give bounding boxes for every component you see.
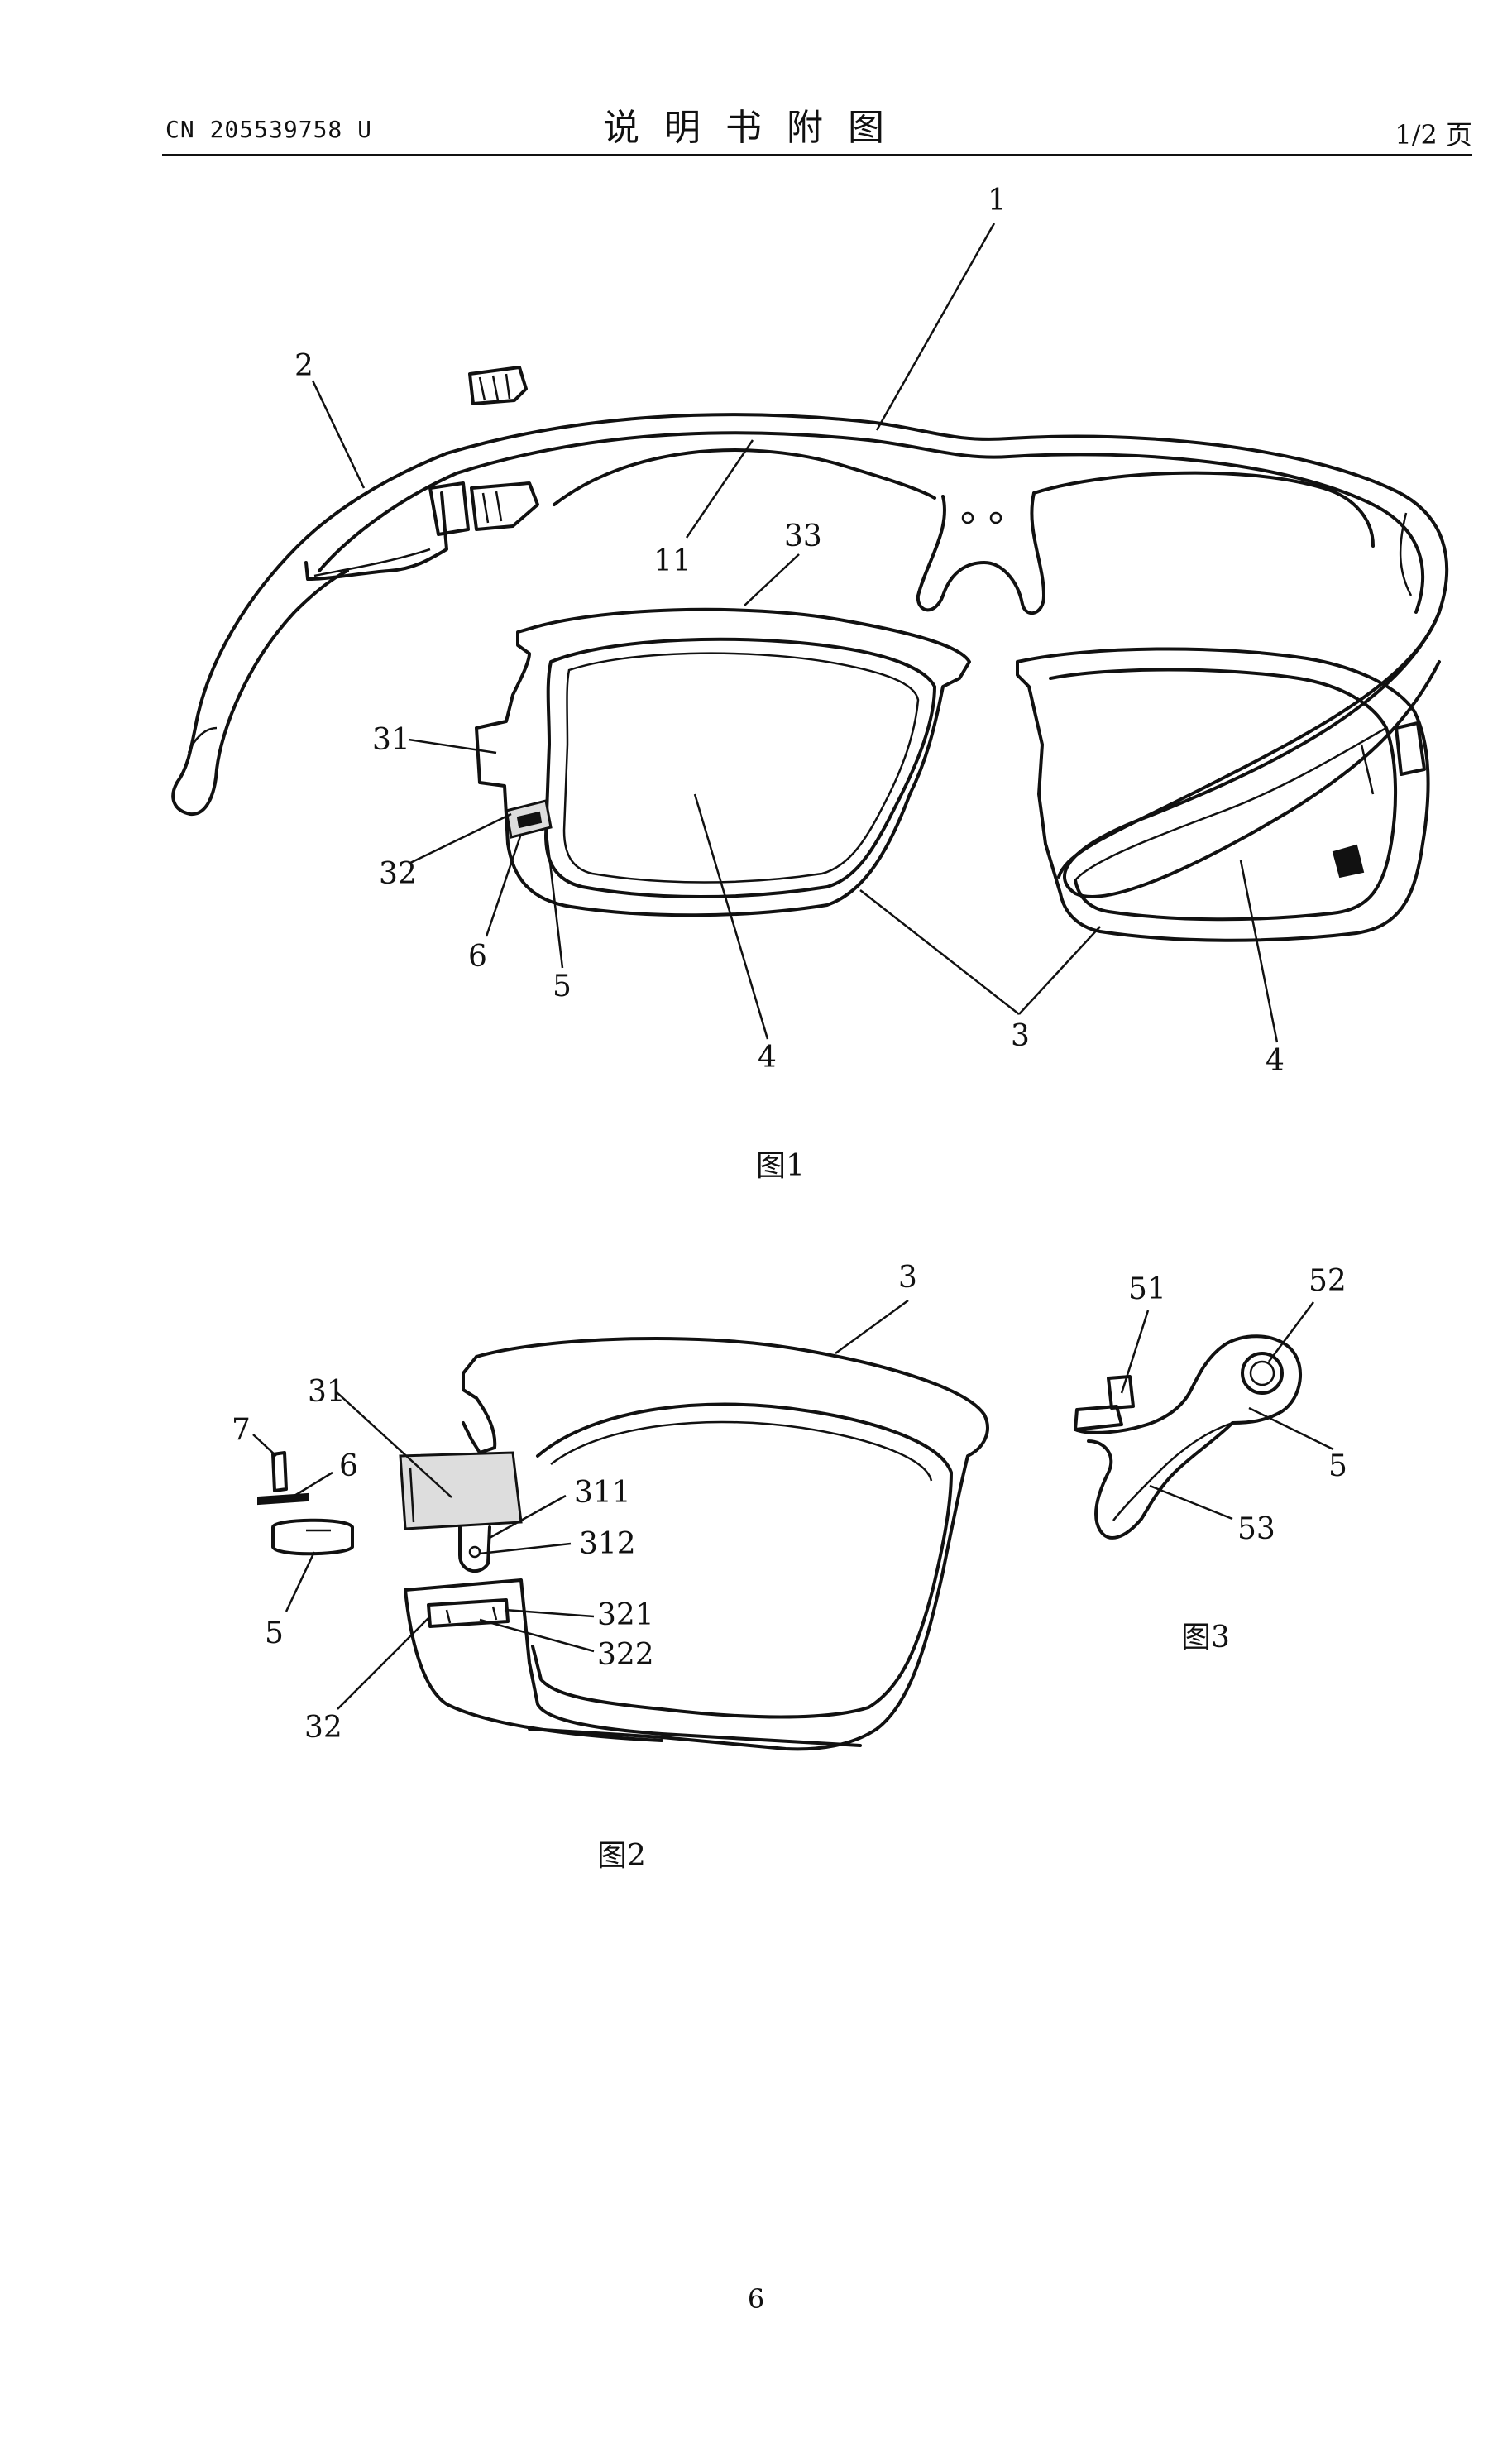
main-frame-1 <box>445 413 1449 898</box>
page-indicator: 1/2 页 <box>1395 119 1472 151</box>
fig2-label-311: 311 <box>574 1476 631 1510</box>
fig3-label-52: 52 <box>1309 1264 1347 1298</box>
lens-frame-3-right <box>1016 647 1430 942</box>
figure-1-caption: 图1 <box>756 1149 805 1183</box>
fig3-label-5: 5 <box>1328 1449 1347 1483</box>
fig1-label-31: 31 <box>372 723 410 757</box>
patent-number: CN 205539758 U <box>165 116 373 143</box>
figure-3-drawing: 51 52 5 53 <box>1074 1264 1347 1546</box>
figure-2-drawing: 3 31 7 6 311 312 5 321 322 32 <box>232 1261 989 1751</box>
figure-1-drawing: 1 2 11 33 31 32 6 5 4 3 4 <box>171 184 1449 1078</box>
figure-1-labels: 1 2 11 33 31 32 6 5 4 3 4 <box>294 184 1285 1078</box>
fig2-label-322: 322 <box>597 1638 654 1672</box>
fig1-label-3: 3 <box>1011 1019 1030 1053</box>
fig1-label-11: 11 <box>653 544 691 578</box>
fig1-label-4-left: 4 <box>758 1041 777 1075</box>
detached-clip-part <box>468 366 528 405</box>
fig1-label-32: 32 <box>379 857 417 891</box>
fig2-label-312: 312 <box>579 1527 636 1561</box>
left-temple-2 <box>171 452 539 817</box>
fig3-label-51: 51 <box>1128 1272 1166 1306</box>
lens-frame-3-left <box>475 607 971 917</box>
fig2-label-5: 5 <box>265 1616 284 1650</box>
fig2-label-32: 32 <box>304 1711 342 1745</box>
fig1-label-1: 1 <box>988 184 1007 218</box>
fig2-label-7: 7 <box>232 1413 251 1447</box>
fig1-label-2: 2 <box>294 349 313 383</box>
page-number: 6 <box>747 2283 765 2315</box>
figure-1-leaders <box>311 223 1279 1043</box>
page-heading: 说明书附图 <box>603 107 909 149</box>
figure-2-caption: 图2 <box>597 1839 646 1873</box>
fig1-label-33: 33 <box>784 520 822 553</box>
fig3-label-53: 53 <box>1237 1512 1275 1546</box>
fig1-label-6: 6 <box>468 940 487 974</box>
fig2-label-3: 3 <box>898 1261 917 1295</box>
fig2-label-31: 31 <box>308 1375 346 1409</box>
fig2-label-6: 6 <box>339 1449 358 1483</box>
fig1-label-4-right: 4 <box>1266 1044 1285 1078</box>
fig2-label-321: 321 <box>597 1598 654 1632</box>
header-rule <box>162 154 1472 156</box>
figure-3-caption: 图3 <box>1181 1621 1230 1655</box>
fig1-label-5: 5 <box>553 970 572 1003</box>
